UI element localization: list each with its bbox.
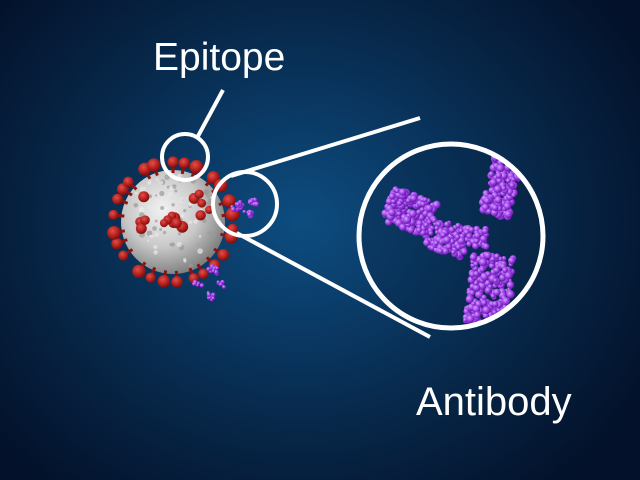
zoom-line-top	[230, 116, 421, 178]
epitope-pointer-line	[195, 89, 225, 139]
binding-site-circle	[211, 170, 279, 238]
zoom-circle	[356, 141, 546, 331]
epitope-circle	[160, 132, 210, 182]
small-antibodies	[192, 197, 260, 302]
zoom-connector-lines	[230, 116, 431, 339]
coronavirus-icon	[107, 156, 240, 288]
epitope-label: Epitope	[153, 36, 286, 79]
zoom-line-bottom	[232, 229, 431, 339]
antibody-label: Antibody	[416, 380, 572, 424]
